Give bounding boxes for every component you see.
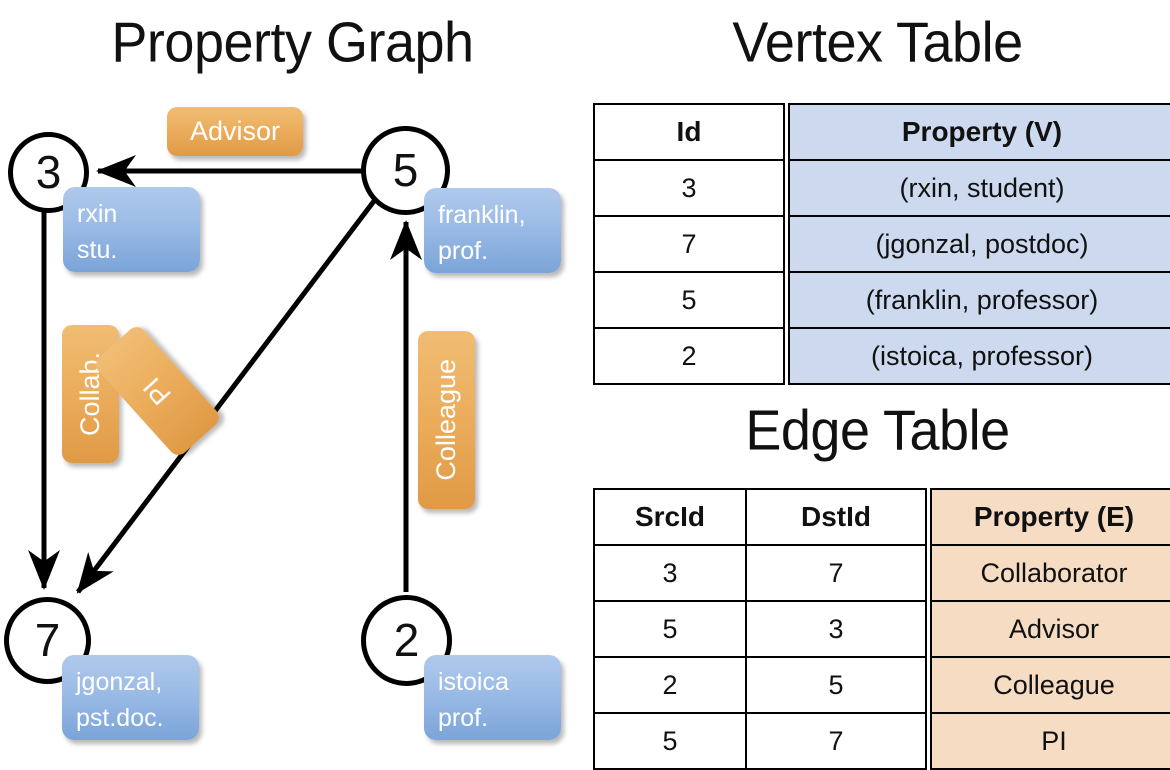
graph-node-5[interactable]: 5 [361,126,450,215]
vertex-property-box-5[interactable]: franklin, prof. [424,188,561,273]
graph-node-7-label: 7 [34,613,61,666]
vertex-row-1-property: (jgonzal, postdoc) [788,215,1170,273]
edge-row-3-property: PI [930,712,1170,770]
property-graph-diagram: 3 5 7 2 rxin stu. franklin, prof. jgonza… [0,0,585,760]
table-row[interactable]: 2 (istoica, professor) [593,327,1170,385]
edge-table-header-row: SrcId DstId Property (E) [593,488,1170,546]
vertex-table-header-row: Id Property (V) [593,103,1170,161]
vertex-property-box-2-line1: istoica [438,668,509,696]
page-title-edge-table: Edge Table [745,399,1010,463]
edge-label-colleague-text: Colleague [431,359,461,481]
table-row[interactable]: 2 5 Colleague [593,656,1170,714]
edge-row-3-dst: 7 [745,712,927,770]
edge-table-header-dstid: DstId [745,488,927,546]
vertex-row-3-property: (istoica, professor) [788,327,1170,385]
vertex-table-header-property: Property (V) [788,103,1170,161]
edge-row-3-src: 5 [593,712,747,770]
vertex-row-0-property: (rxin, student) [788,159,1170,217]
vertex-property-box-3-line2: stu. [77,235,118,264]
table-row[interactable]: 3 (rxin, student) [593,159,1170,217]
graph-node-3-label: 3 [35,145,62,198]
graph-node-2[interactable]: 2 [361,595,452,686]
vertex-property-box-3-line1: rxin [77,200,118,228]
edge-row-0-src: 3 [593,544,747,602]
edge-row-2-src: 2 [593,656,747,714]
edge-label-box-colleague[interactable]: Colleague [418,331,475,509]
page-title-property-graph: Property Graph [111,11,474,75]
edge-row-1-src: 5 [593,600,747,658]
table-row[interactable]: 5 7 PI [593,712,1170,770]
vertex-table: Id Property (V) 3 (rxin, student) 7 (jgo… [593,103,1170,385]
edge-table-header-property: Property (E) [930,488,1170,546]
table-row[interactable]: 7 (jgonzal, postdoc) [593,215,1170,273]
edge-table: SrcId DstId Property (E) 3 7 Collaborato… [593,488,1170,770]
edge-label-box-advisor[interactable]: Advisor [167,107,303,156]
vertex-row-2-id: 5 [593,271,785,329]
edge-label-advisor-text: Advisor [189,116,281,146]
graph-node-2-label: 2 [393,613,420,666]
table-row[interactable]: 5 3 Advisor [593,600,1170,658]
edge-row-2-dst: 5 [745,656,927,714]
page-title-vertex-table: Vertex Table [732,11,1023,75]
edge-row-0-property: Collaborator [930,544,1170,602]
vertex-property-box-2-line2: prof. [438,703,489,732]
vertex-property-box-3[interactable]: rxin stu. [63,187,200,272]
edge-row-2-property: Colleague [930,656,1170,714]
graph-node-5-label: 5 [392,143,419,196]
table-row[interactable]: 3 7 Collaborator [593,544,1170,602]
edge-label-pi-text: PI [137,371,177,411]
graph-edge-5-to-7 [76,199,376,594]
vertex-property-box-2[interactable]: istoica prof. [424,655,561,740]
edge-row-0-dst: 7 [745,544,927,602]
vertex-row-1-id: 7 [593,215,785,273]
graph-edges-svg [28,155,422,594]
edge-row-1-dst: 3 [745,600,927,658]
table-row[interactable]: 5 (franklin, professor) [593,271,1170,329]
vertex-property-box-5-line1: franklin, [438,201,526,229]
vertex-property-box-5-line2: prof. [438,236,489,265]
vertex-row-2-property: (franklin, professor) [788,271,1170,329]
edge-row-1-property: Advisor [930,600,1170,658]
edge-table-header-srcid: SrcId [593,488,747,546]
vertex-property-box-7-line1: jgonzal, [76,668,163,696]
vertex-row-0-id: 3 [593,159,785,217]
vertex-property-box-7[interactable]: jgonzal, pst.doc. [62,655,199,740]
vertex-row-3-id: 2 [593,327,785,385]
vertex-table-header-id: Id [593,103,785,161]
vertex-property-box-7-line2: pst.doc. [76,703,164,732]
